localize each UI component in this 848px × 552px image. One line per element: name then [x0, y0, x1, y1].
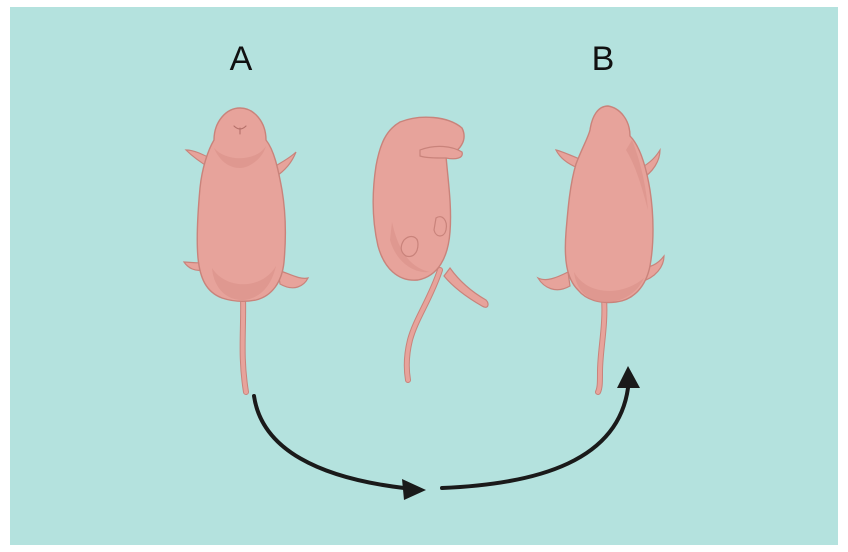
hind-leg [444, 268, 488, 307]
hind-paw [401, 237, 418, 257]
hind-paw-left [538, 272, 570, 290]
mouse-pup-righting [373, 117, 488, 380]
mouse-pup-supine [184, 108, 308, 392]
mouse-pup-prone [538, 106, 664, 392]
transition-arrow-second [442, 366, 640, 488]
hind-paw-second [434, 217, 446, 236]
transition-arrow-first [254, 396, 426, 500]
